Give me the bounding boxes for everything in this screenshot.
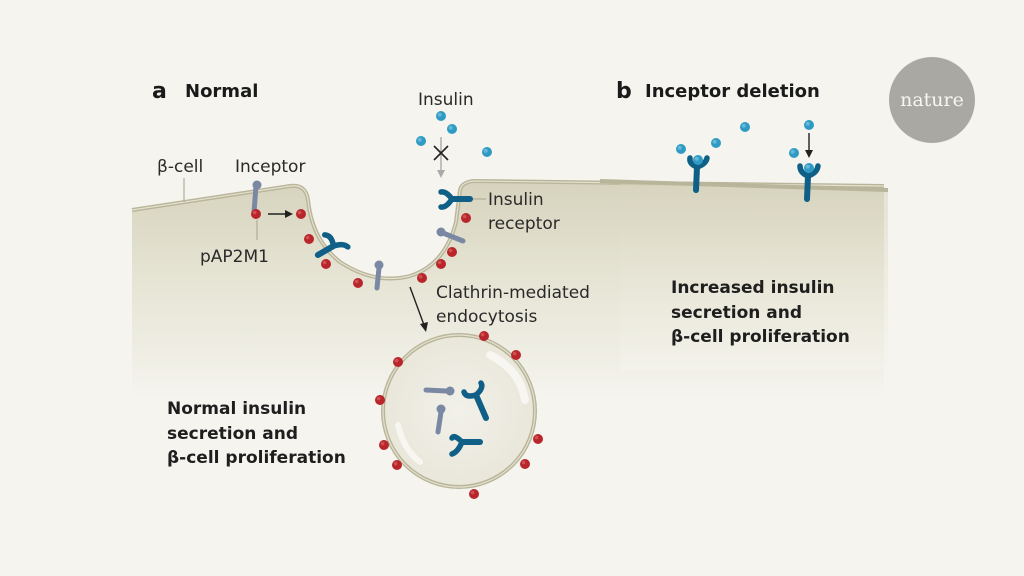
nature-logo: nature: [889, 57, 975, 143]
endocytosis-arrow: [409, 286, 428, 332]
insulin-receptor-pit-left: [314, 232, 351, 258]
label-inceptor: Inceptor: [235, 157, 305, 177]
insulin-receptor-b-1: [687, 155, 710, 193]
arrow-pap2m1-to-pit: [268, 210, 293, 218]
inceptor-protein-pit: [374, 260, 384, 291]
label-endocytosis-2: endocytosis: [436, 307, 537, 327]
outcome-b-line-3: β-cell proliferation: [671, 327, 850, 347]
block-x-icon: [433, 145, 449, 161]
inceptor-protein-surface: [251, 180, 262, 215]
outcome-a-line-2: secretion and: [167, 424, 298, 444]
vesicle-inceptor-2: [435, 404, 446, 435]
panel-b-title: Inceptor deletion: [645, 81, 820, 102]
plasma-membrane-b: [599, 179, 889, 192]
label-pap2m1: pAP2M1: [200, 247, 269, 267]
insulin-molecules-b: [676, 120, 814, 158]
insulin-binding-arrow: [805, 133, 813, 158]
beta-cell-body-b: [620, 181, 888, 370]
label-beta-cell: β-cell: [157, 157, 203, 177]
logo-circle: [889, 57, 975, 143]
insulin-receptor-b-2: [797, 163, 821, 202]
outcome-b-line-2: secretion and: [671, 303, 802, 323]
outcome-b-line-1: Increased insulin: [671, 278, 835, 298]
panel-b-cell: [599, 179, 889, 370]
vesicle-insulin-receptor-1: [461, 380, 489, 421]
inceptor-protein-pit-right: [436, 227, 466, 244]
panel-b-letter: b: [616, 79, 632, 104]
panel-a-title: Normal: [185, 81, 258, 102]
vesicle-insulin-receptor-2: [449, 433, 483, 457]
endocytic-vesicle: [381, 333, 537, 489]
vesicle-inceptor-1: [423, 386, 455, 396]
logo-text: nature: [900, 89, 964, 111]
outcome-a-line-3: β-cell proliferation: [167, 448, 346, 468]
label-endocytosis-1: Clathrin-mediated: [436, 283, 590, 303]
label-insulin-receptor-1: Insulin: [488, 190, 544, 210]
pap2m1-dot: [251, 209, 261, 219]
insulin-molecules-a: [416, 111, 492, 157]
outcome-a-line-1: Normal insulin: [167, 399, 306, 419]
label-insulin-receptor-2: receptor: [488, 214, 560, 234]
insulin-receptor-right: [438, 189, 473, 210]
blocked-insulin-arrow: [437, 137, 445, 178]
panel-a-letter: a: [152, 79, 167, 104]
label-insulin: Insulin: [418, 90, 474, 110]
